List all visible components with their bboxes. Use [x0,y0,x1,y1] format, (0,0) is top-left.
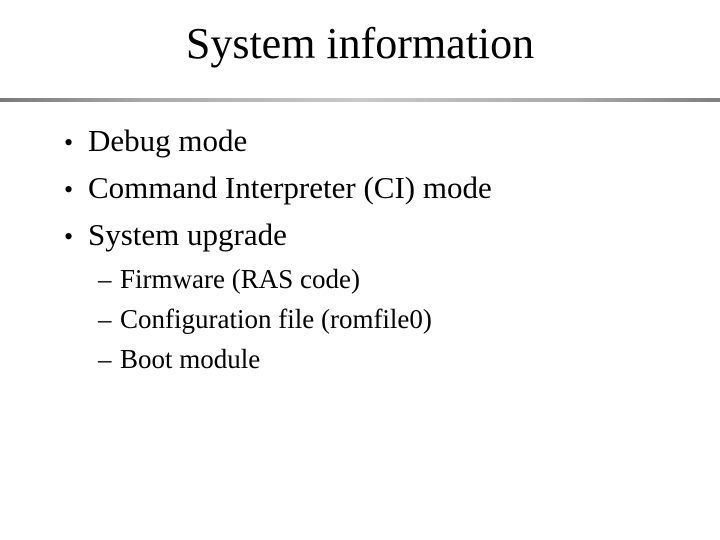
bullet-item: – Boot module [0,339,720,379]
dash-icon: – [98,343,112,374]
bullet-list: • Debug mode • Command Interpreter (CI) … [0,118,720,379]
title-divider [0,97,720,102]
bullet-item: • Command Interpreter (CI) mode [0,165,720,212]
bullet-dot-icon: • [64,221,74,251]
bullet-text: Firmware (RAS code) [120,263,360,294]
bullet-item: • Debug mode [0,118,720,165]
bullet-text: Boot module [120,343,261,374]
bullet-dot-icon: • [64,127,74,157]
bullet-item: • System upgrade [0,212,720,259]
dash-icon: – [98,303,112,334]
bullet-text: Configuration file (romfile0) [120,303,432,334]
bullet-text: System upgrade [88,216,287,252]
slide-title: System information [185,19,535,68]
bullet-text: Debug mode [88,122,248,158]
bullet-item: – Firmware (RAS code) [0,259,720,299]
bullet-dot-icon: • [64,174,74,204]
dash-icon: – [98,263,112,294]
bullet-text: Command Interpreter (CI) mode [88,169,492,205]
bullet-item: – Configuration file (romfile0) [0,299,720,339]
